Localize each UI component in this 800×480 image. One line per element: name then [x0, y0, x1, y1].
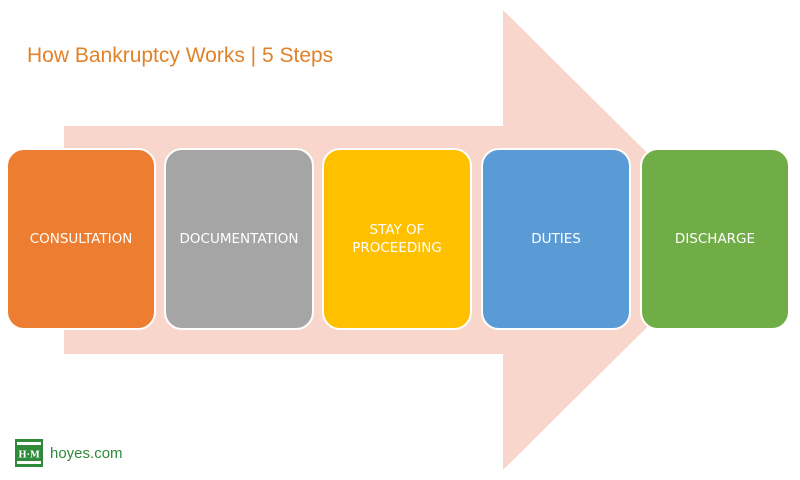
- step-consultation: CONSULTATION: [6, 148, 156, 330]
- step-label: DOCUMENTATION: [179, 231, 299, 247]
- logo-text: hoyes.com: [50, 444, 123, 462]
- step-label: DUTIES: [531, 231, 581, 247]
- step-documentation: DOCUMENTATION: [164, 148, 314, 330]
- step-label: STAY OF PROCEEDING: [352, 222, 442, 256]
- step-discharge: DISCHARGE: [640, 148, 790, 330]
- step-label: DISCHARGE: [674, 231, 756, 247]
- step-label: CONSULTATION: [29, 231, 133, 247]
- hoyes-logo: H·M hoyes.com: [14, 438, 123, 468]
- step-stay-of-proceeding: STAY OF PROCEEDING: [322, 148, 472, 330]
- logo-mark-text: H·M: [18, 451, 40, 461]
- page-title: How Bankruptcy Works | 5 Steps: [27, 44, 334, 67]
- step-duties: DUTIES: [481, 148, 631, 330]
- hoyes-logo-icon: H·M: [15, 439, 43, 467]
